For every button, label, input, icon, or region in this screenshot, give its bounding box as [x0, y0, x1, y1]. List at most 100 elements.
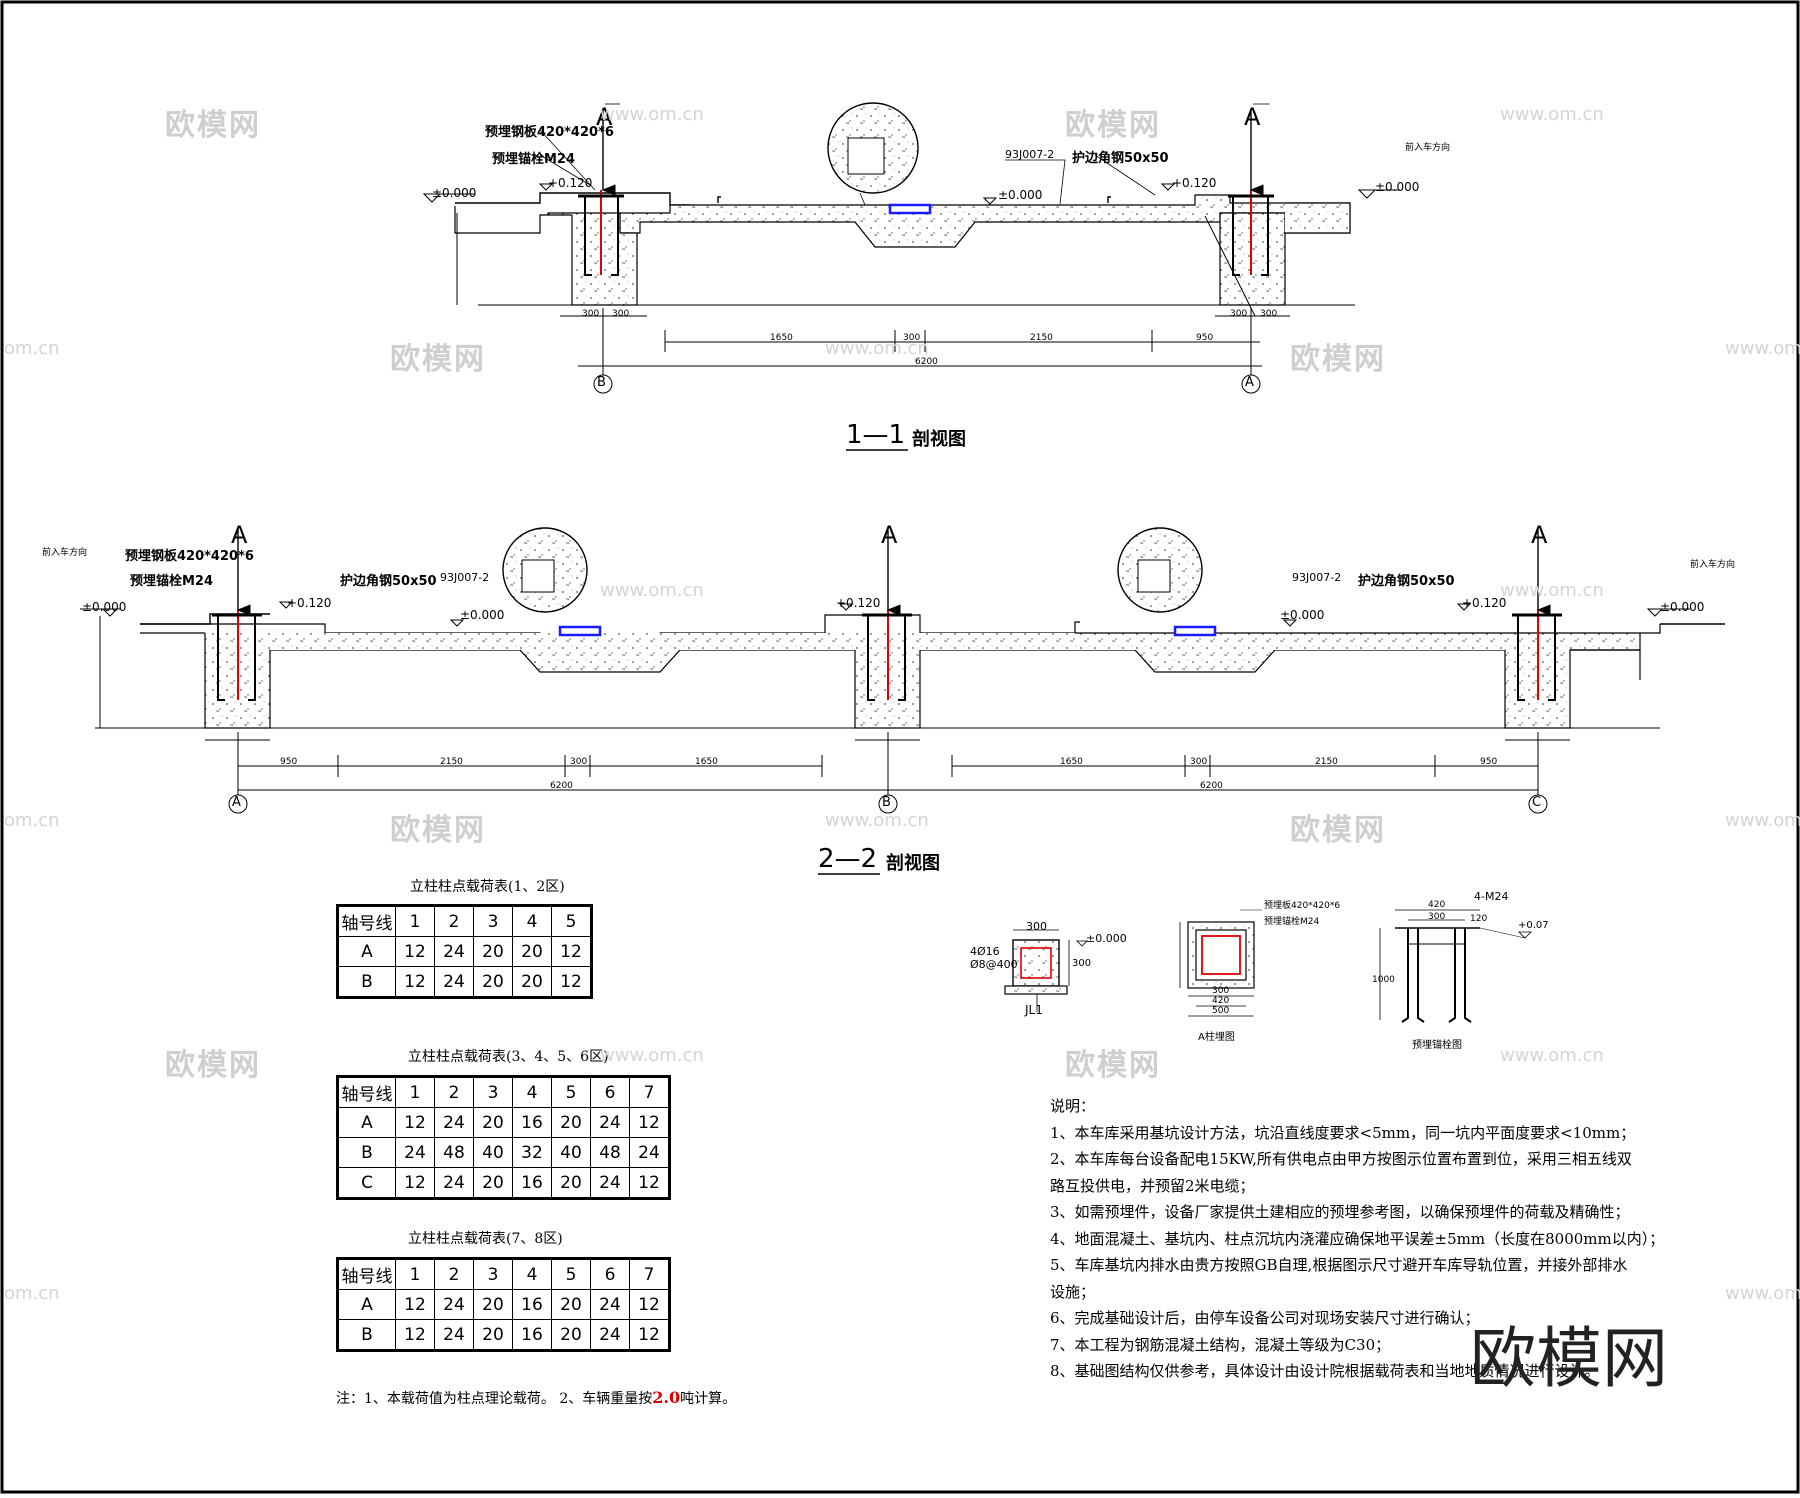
table-row: A 12 24 20 16 20 24 12 — [336, 1289, 671, 1320]
table-cell: 5 — [551, 1075, 591, 1108]
table-cell: 20 — [551, 1289, 591, 1320]
section1-elev-plus-left: +0.120 — [548, 176, 593, 190]
plate-text: 预埋板420*420*6 — [1264, 901, 1341, 911]
section1-dim-1: 1650 — [770, 333, 793, 343]
section2-mark-2: A — [881, 521, 898, 549]
section2-dim-r4: 950 — [1480, 757, 1498, 767]
table-cell: 24 — [590, 1107, 630, 1138]
watermark: 欧模网 — [165, 1048, 261, 1083]
table-cell: 16 — [512, 1319, 552, 1352]
section2-mark-3: A — [1531, 521, 1548, 549]
table-cell: 24 — [434, 1289, 474, 1320]
table-row: A 12 24 20 16 20 24 12 — [336, 1107, 671, 1138]
table-cell: 12 — [395, 966, 435, 999]
section1-elev-plus-right: +0.120 — [1172, 176, 1217, 190]
section1-dim-col-left-b: 300 — [612, 309, 630, 319]
section2-dim-l3: 300 — [570, 757, 588, 767]
jl1-rebar2: Ø8@400 — [970, 958, 1018, 971]
design-notes: 说明： 1、本车库采用基坑设计方法，坑沿直线度要求<5mm，同一坑内平面度要求<… — [1050, 1093, 1664, 1385]
section1-mark-right: A — [1244, 103, 1261, 131]
section1-title-suffix: 剖视图 — [912, 429, 966, 450]
section1-angle-label: 护边角钢50x50 — [1072, 151, 1169, 166]
table-cell: 12 — [629, 1289, 671, 1320]
section2-angle-label-left: 护边角钢50x50 — [340, 574, 437, 589]
table-row: B 24 48 40 32 40 48 24 — [336, 1137, 671, 1168]
plate-label: A柱埋图 — [1198, 1032, 1235, 1043]
table-cell: 40 — [551, 1137, 591, 1168]
table-cell: B — [336, 1137, 396, 1168]
table-cell: A — [336, 1289, 396, 1320]
section2-angle-label-right: 护边角钢50x50 — [1358, 574, 1455, 589]
table-cell: 24 — [434, 966, 474, 999]
table-cell: 7 — [629, 1257, 671, 1290]
table-cell: 20 — [512, 936, 552, 967]
detail-anchor-bolt — [1379, 909, 1532, 1023]
anchor-d300: 300 — [1428, 912, 1446, 922]
table-cell: 16 — [512, 1289, 552, 1320]
table-cell: 3 — [473, 1257, 513, 1290]
section2-dim-l4: 1650 — [695, 757, 718, 767]
notes-heading: 说明： — [1050, 1097, 1096, 1115]
plate-d300: 300 — [1212, 986, 1230, 996]
watermark-url: www.om.cn — [600, 104, 704, 125]
section-1-1 — [422, 102, 1400, 451]
table-cell: 1 — [395, 904, 435, 937]
jl1-width: 300 — [1026, 920, 1047, 933]
load-table-1: 轴号线 1 2 3 4 5 A 12 24 20 20 12 B 12 24 2… — [336, 904, 593, 999]
plate-d500: 500 — [1212, 1006, 1230, 1016]
table-cell: B — [336, 1319, 396, 1352]
note-item: 8、基础图结构仅供参考，具体设计由设计院根据载荷表和当地地质情况进行设计。 — [1050, 1362, 1600, 1380]
section2-axis-c: C — [1532, 795, 1542, 810]
table-cell: 24 — [434, 1319, 474, 1352]
table-cell: 12 — [551, 936, 593, 967]
table-cell: 24 — [629, 1137, 671, 1168]
note-item: 1、本车库采用基坑设计方法，坑沿直线度要求<5mm，同一坑内平面度要求<10mm… — [1050, 1123, 1636, 1142]
table2-caption: 立柱柱点载荷表(3、4、5、6区) — [408, 1049, 609, 1065]
section1-mark-left: A — [596, 103, 613, 131]
section1-dim-col-right-a: 300 — [1230, 309, 1248, 319]
detail-jl1 — [1004, 929, 1088, 1012]
section1-dim-2: 300 — [903, 333, 921, 343]
table-cell: 4 — [512, 1075, 552, 1108]
watermark: 欧模网 — [1065, 108, 1161, 143]
table-cell: 5 — [551, 904, 593, 937]
section2-elev-mid-right: ±0.000 — [1280, 608, 1325, 622]
table-cell: 24 — [434, 1167, 474, 1200]
note-item: 路互投供电，并预留2米电缆； — [1050, 1176, 1255, 1195]
jl1-rebar1: 4Ø16 — [970, 945, 1000, 958]
table-cell: 12 — [395, 1107, 435, 1138]
watermark-url: www.om.cn — [1725, 1283, 1800, 1304]
table-row: B 12 24 20 16 20 24 12 — [336, 1319, 671, 1352]
table3-caption: 立柱柱点载荷表(7、8区) — [408, 1231, 563, 1247]
table-cell: 轴号线 — [336, 904, 396, 937]
table-cell: A — [336, 936, 396, 967]
section2-plate-label: 预埋钢板420*420*6 — [125, 549, 254, 564]
section1-dim-col-left-a: 300 — [582, 309, 600, 319]
table-row: B 12 24 20 20 12 — [336, 966, 593, 999]
table-cell: 12 — [395, 1319, 435, 1352]
brand-logo: 欧模网 — [1470, 1320, 1668, 1397]
section2-std-label-left: 93J007-2 — [440, 571, 490, 584]
watermark: 欧模网 — [390, 813, 486, 848]
note-item: 2、本车库每台设备配电15KW,所有供电点由甲方按图示位置布置到位，采用三相五线… — [1050, 1150, 1632, 1168]
table-cell: 12 — [629, 1319, 671, 1352]
detail-a-column-plate — [1179, 909, 1262, 1017]
table-cell: 12 — [395, 1289, 435, 1320]
table1-caption: 立柱柱点载荷表(1、2区) — [410, 879, 565, 895]
note-item: 设施； — [1050, 1282, 1096, 1301]
table-cell: 12 — [395, 936, 435, 967]
table-row: 轴号线 1 2 3 4 5 6 7 — [336, 1075, 671, 1108]
plate-bolt-text: 预埋锚栓M24 — [1264, 917, 1320, 927]
table-cell: 20 — [551, 1319, 591, 1352]
anchor-d420: 420 — [1428, 900, 1446, 910]
table-cell: 12 — [551, 966, 593, 999]
table-cell: A — [336, 1107, 396, 1138]
table-cell: 16 — [512, 1107, 552, 1138]
table-cell: 12 — [395, 1167, 435, 1200]
table-cell: 20 — [473, 936, 513, 967]
table-cell: 4 — [512, 1257, 552, 1290]
section2-title: 2—2 — [818, 844, 878, 874]
table-cell: 12 — [629, 1167, 671, 1200]
